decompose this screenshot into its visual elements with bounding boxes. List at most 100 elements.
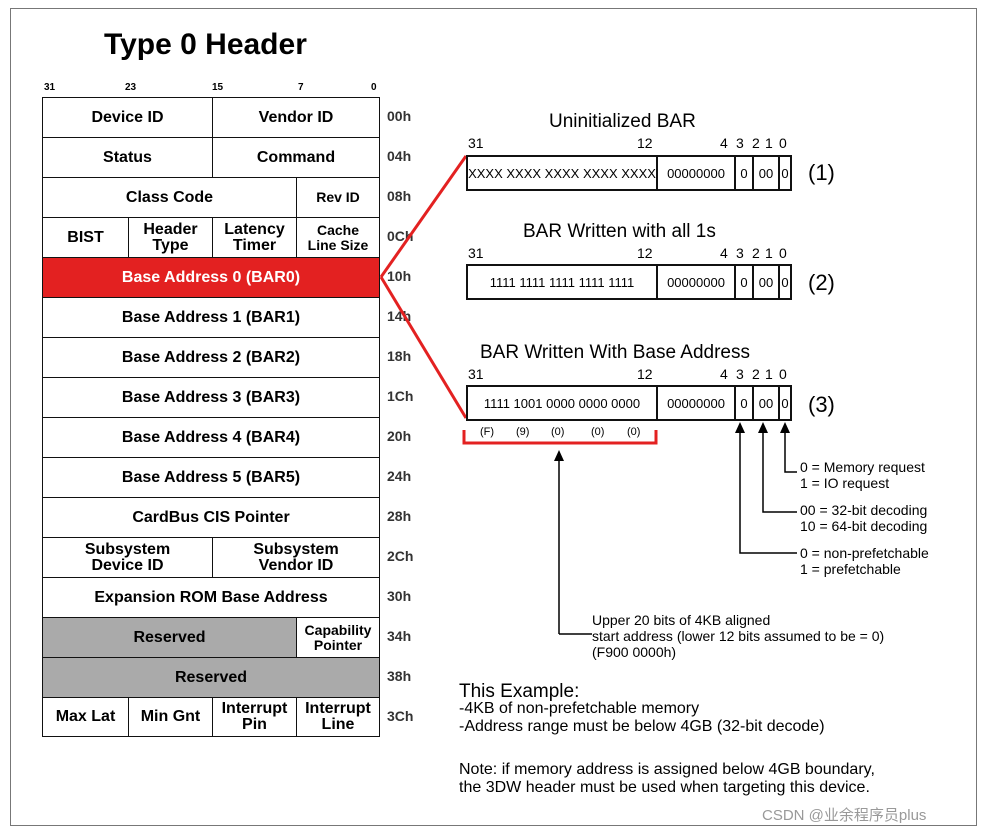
bar1-bit-0: 0 — [779, 135, 787, 151]
bar5-field: Base Address 5 (BAR5) — [121, 468, 301, 486]
bar1-bit-2: 2 — [752, 135, 760, 151]
csdn-watermark: CSDN @业余程序员plus — [762, 807, 927, 824]
prefetch-bit-arrow-line — [739, 432, 797, 554]
bar-register-uninitialized: XXXX XXXX XXXX XXXX XXXX 00000000 0 00 0 — [466, 155, 792, 191]
header-row-34h: Reserved Capability Pointer — [42, 617, 380, 657]
offset-24h: 24h — [387, 468, 412, 484]
bar-title-base-address: BAR Written With Base Address — [480, 342, 750, 363]
bar4-field: Base Address 4 (BAR4) — [121, 428, 301, 446]
note-line-2: the 3DW header must be used when targeti… — [459, 779, 870, 796]
offset-38h: 38h — [387, 668, 412, 684]
header-row-14h: Base Address 1 (BAR1) — [42, 297, 380, 337]
decoding-annotation: 00 = 32-bit decoding 10 = 64-bit decodin… — [800, 502, 927, 534]
rev-id-field: Rev ID — [296, 178, 379, 217]
bar1-bit-12: 12 — [637, 135, 653, 151]
bar2-bit-31: 31 — [468, 245, 484, 261]
nibble-label-9: (9) — [516, 426, 530, 438]
header-type-field: Header Type — [128, 218, 212, 257]
offset-1ch: 1Ch — [387, 388, 414, 404]
reserved-field-34h: Reserved — [43, 618, 296, 657]
diagram-title: Type 0 Header — [104, 28, 307, 61]
bar1-bit-1: 1 — [765, 135, 773, 151]
bar-title-uninitialized: Uninitialized BAR — [549, 111, 696, 132]
bar3-bit-2: 2 — [752, 366, 760, 382]
bar3-bit-31: 31 — [468, 366, 484, 382]
red-zoom-line-bottom — [379, 276, 468, 419]
header-row-1ch: Base Address 3 (BAR3) — [42, 377, 380, 417]
memory-bit-arrow-line — [784, 432, 797, 473]
bit-number-0: 0 — [371, 82, 377, 93]
note-line-1: Note: if memory address is assigned belo… — [459, 761, 875, 778]
bar3-prefetch-bit: 0 — [734, 387, 752, 419]
bar1-low-bits: 00000000 — [656, 157, 734, 189]
bar1-type-bits: 00 — [752, 157, 778, 189]
bar1-bit-3: 3 — [736, 135, 744, 151]
bit-number-31: 31 — [44, 82, 56, 93]
subsystem-vendor-id-field: Subsystem Vendor ID — [212, 538, 379, 577]
bist-field: BIST — [67, 228, 104, 246]
offset-30h: 30h — [387, 588, 412, 604]
bar2-bit-0: 0 — [779, 245, 787, 261]
command-field: Command — [212, 138, 379, 177]
header-row-04h: Status Command — [42, 137, 380, 177]
upper-annotation-line-1: Upper 20 bits of 4KB aligned — [592, 612, 771, 628]
bar3-bit-12: 12 — [637, 366, 653, 382]
bar1-address-bits: XXXX XXXX XXXX XXXX XXXX — [468, 165, 656, 181]
header-row-2ch: Subsystem Device ID Subsystem Vendor ID — [42, 537, 380, 577]
min-gnt-field: Min Gnt — [128, 698, 212, 736]
bar-index-2: (2) — [808, 270, 835, 295]
example-line-2: -Address range must be below 4GB (32-bit… — [459, 718, 825, 735]
bar-index-1: (1) — [808, 160, 835, 185]
nibble-label-0b: (0) — [591, 426, 605, 438]
upper-annotation-line-3: (F900 0000h) — [592, 644, 677, 660]
bit-number-7: 7 — [298, 82, 304, 93]
upper-bits-annotation: Upper 20 bits of 4KB aligned start addre… — [592, 612, 884, 660]
offset-10h: 10h — [387, 268, 412, 284]
interrupt-line-field: Interrupt Line — [296, 698, 379, 736]
example-block: This Example: -4KB of non-prefetchable m… — [459, 681, 825, 736]
header-row-28h: CardBus CIS Pointer — [42, 497, 380, 537]
note-block: Note: if memory address is assigned belo… — [459, 761, 875, 797]
bar3-low-bits: 00000000 — [656, 387, 734, 419]
header-row-3ch: Max Lat Min Gnt Interrupt Pin Interrupt … — [42, 697, 380, 737]
decode-bits-arrow-head — [758, 422, 768, 433]
interrupt-pin-field: Interrupt Pin — [212, 698, 296, 736]
offset-34h: 34h — [387, 628, 412, 644]
header-row-20h: Base Address 4 (BAR4) — [42, 417, 380, 457]
bar3-bit-1: 1 — [765, 366, 773, 382]
offset-04h: 04h — [387, 148, 412, 164]
bar1-prefetch-bit: 0 — [734, 157, 752, 189]
offset-28h: 28h — [387, 508, 412, 524]
bar-register-all-ones: 1111 1111 1111 1111 1111 00000000 0 00 0 — [466, 264, 792, 300]
offset-2ch: 2Ch — [387, 548, 414, 564]
vendor-id-field: Vendor ID — [212, 98, 379, 137]
header-row-18h: Base Address 2 (BAR2) — [42, 337, 380, 377]
bar3-field: Base Address 3 (BAR3) — [121, 388, 301, 406]
bar2-bit-1: 1 — [765, 245, 773, 261]
header-row-38h: Reserved — [42, 657, 380, 697]
device-id-field: Device ID — [91, 108, 164, 126]
bar3-bit-4: 4 — [720, 366, 728, 382]
bar3-bit-3: 3 — [736, 366, 744, 382]
decode-bits-arrow-line — [762, 432, 797, 513]
bar3-type-bits: 00 — [752, 387, 778, 419]
memory-annotation-line-1: 0 = Memory request — [800, 459, 925, 475]
status-field: Status — [103, 148, 152, 166]
max-lat-field: Max Lat — [55, 708, 116, 725]
header-row-0ch: BIST Header Type Latency Timer Cache Lin… — [42, 217, 380, 257]
memory-annotation-line-2: 1 = IO request — [800, 475, 890, 491]
subsystem-device-id-field: Subsystem Device ID — [84, 540, 171, 574]
offset-18h: 18h — [387, 348, 412, 364]
upper-annotation-line-2: start address (lower 12 bits assumed to … — [592, 628, 885, 644]
example-heading: This Example: — [459, 681, 580, 702]
bar2-bit-4: 4 — [720, 245, 728, 261]
type0-header-table: Device ID Vendor ID Status Command Class… — [42, 97, 380, 737]
header-row-08h: Class Code Rev ID — [42, 177, 380, 217]
bar1-bit-4: 4 — [720, 135, 728, 151]
prefetch-annotation-line-1: 0 = non-prefetchable — [800, 545, 929, 561]
prefetch-bit-arrow-head — [735, 422, 745, 433]
reserved-field-38h: Reserved — [174, 668, 248, 686]
prefetch-annotation-line-2: 1 = prefetchable — [800, 561, 901, 577]
expansion-rom-field: Expansion ROM Base Address — [94, 588, 328, 606]
